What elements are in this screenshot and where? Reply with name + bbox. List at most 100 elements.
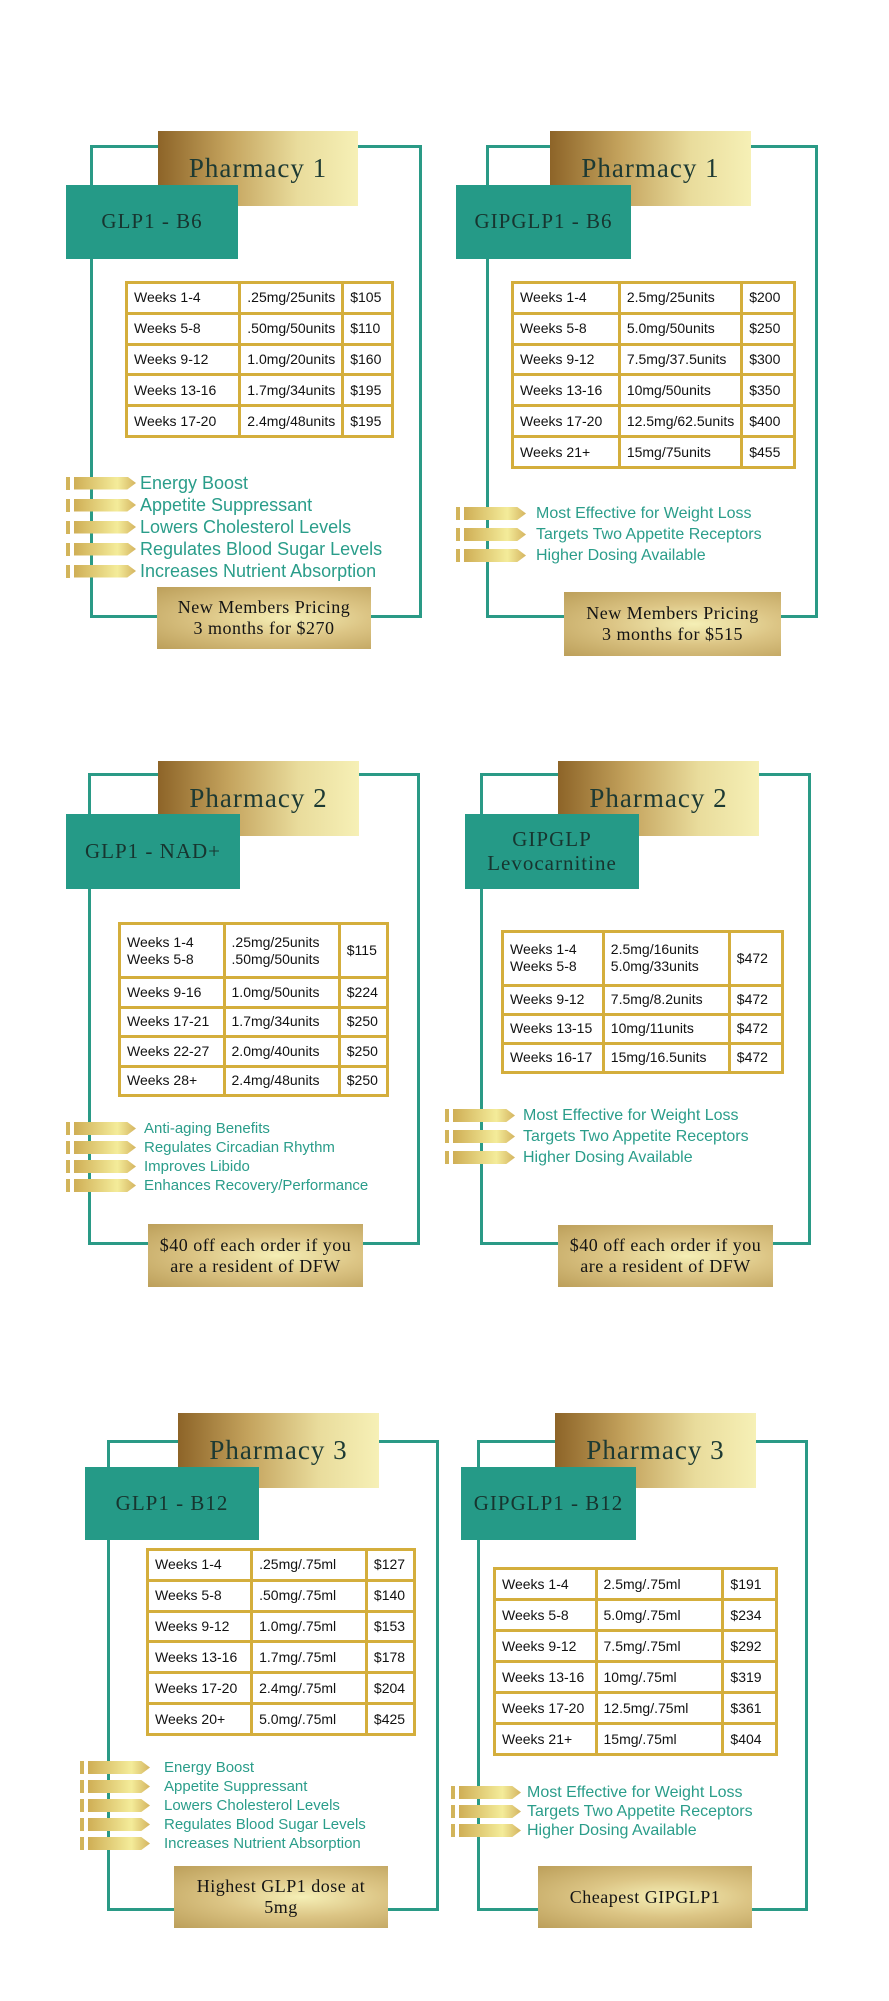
benefit-item: Higher Dosing Available	[445, 1147, 749, 1168]
table-row: Weeks 28+2.4mg/48units$250	[118, 1064, 390, 1098]
price-cell: $178	[364, 1640, 417, 1675]
price-cell: $472	[727, 1012, 785, 1045]
arrow-icon	[88, 1761, 150, 1774]
weeks-cell: Weeks 13-16	[511, 373, 621, 408]
product-label: GLP1 - NAD+	[66, 814, 240, 889]
weeks-cell: Weeks 17-20	[493, 1691, 598, 1725]
benefit-text: Targets Two Appetite Receptors	[523, 1127, 749, 1145]
weeks-cell: Weeks 9-12	[124, 342, 242, 377]
tag-bar-icon	[80, 1818, 84, 1831]
arrow-icon	[464, 549, 526, 562]
arrow-icon	[88, 1799, 150, 1812]
price-cell: $140	[364, 1578, 417, 1613]
benefit-item: Regulates Blood Sugar Levels	[80, 1815, 366, 1834]
weeks-cell: Weeks 9-16	[118, 976, 226, 1009]
benefit-text: Targets Two Appetite Receptors	[536, 525, 762, 543]
arrow-tag-icon	[451, 1824, 521, 1837]
dose-cell: 2.0mg/40units	[222, 1035, 341, 1068]
tag-bar-icon	[80, 1799, 84, 1812]
benefit-item: Regulates Blood Sugar Levels	[66, 538, 382, 560]
benefit-item: Lowers Cholesterol Levels	[66, 516, 382, 538]
weeks-cell: Weeks 16-17	[501, 1041, 605, 1075]
price-cell: $425	[364, 1702, 417, 1736]
benefit-item: Targets Two Appetite Receptors	[445, 1126, 749, 1147]
dose-cell: .50mg/.75ml	[250, 1578, 368, 1613]
dose-cell: 7.5mg/.75ml	[594, 1629, 725, 1663]
benefit-text: Regulates Circadian Rhythm	[144, 1139, 335, 1156]
dose-cell: 10mg/11units	[601, 1012, 731, 1045]
arrow-tag-icon	[456, 528, 526, 541]
tag-bar-icon	[451, 1824, 455, 1837]
tag-bar-icon	[451, 1805, 455, 1818]
dose-cell: 1.0mg/50units	[222, 976, 341, 1009]
weeks-cell: Weeks 17-20	[124, 404, 242, 438]
tag-bar-icon	[66, 1141, 70, 1154]
price-cell: $195	[341, 373, 394, 408]
weeks-cell: Weeks 1-4	[493, 1567, 598, 1601]
price-cell: $105	[341, 281, 394, 315]
price-cell: $250	[740, 311, 796, 346]
tag-bar-icon	[456, 549, 460, 562]
price-cell: $292	[721, 1629, 778, 1663]
weeks-cell: Weeks 5-8	[124, 311, 242, 346]
table-row: Weeks 5-8.50mg/50units$110	[124, 311, 394, 346]
price-cell: $472	[727, 1041, 785, 1075]
arrow-icon	[74, 498, 136, 512]
benefit-text: Lowers Cholesterol Levels	[140, 516, 352, 537]
price-cell: $234	[721, 1598, 778, 1632]
dose-cell: 2.4mg/.75ml	[250, 1671, 368, 1706]
dose-cell: 2.5mg/25units	[617, 281, 744, 315]
arrow-tag-icon	[66, 1122, 136, 1135]
price-cell: $153	[364, 1609, 417, 1644]
arrow-tag-icon	[66, 476, 136, 490]
arrow-icon	[74, 1122, 136, 1135]
tag-bar-icon	[66, 1122, 70, 1135]
tag-bar-icon	[445, 1151, 449, 1164]
tag-bar-icon	[66, 498, 70, 512]
price-cell: $404	[721, 1722, 778, 1756]
benefit-item: Targets Two Appetite Receptors	[456, 524, 762, 545]
dose-cell: 5.0mg/50units	[617, 311, 744, 346]
dose-cell: 7.5mg/37.5units	[617, 342, 744, 377]
dose-cell: 5.0mg/.75ml	[250, 1702, 368, 1736]
dose-cell: 1.7mg/34units	[238, 373, 345, 408]
benefit-text: Targets Two Appetite Receptors	[527, 1802, 753, 1820]
arrow-icon	[453, 1151, 515, 1164]
price-cell: $160	[341, 342, 394, 377]
price-cell: $200	[740, 281, 796, 315]
benefit-text: Energy Boost	[164, 1759, 255, 1776]
arrow-icon	[74, 476, 136, 490]
weeks-cell: Weeks 20+	[145, 1702, 254, 1736]
arrow-tag-icon	[80, 1818, 150, 1831]
tag-bar-icon	[451, 1786, 455, 1799]
weeks-cell: Weeks 9-12	[501, 983, 605, 1016]
dose-cell: .25mg/.75ml	[250, 1548, 368, 1582]
tag-bar-icon	[80, 1837, 84, 1850]
arrow-tag-icon	[66, 564, 136, 578]
dose-cell: 12.5mg/62.5units	[617, 404, 744, 439]
arrow-tag-icon	[66, 498, 136, 512]
dose-cell: 2.4mg/48units	[238, 404, 345, 438]
arrow-tag-icon	[445, 1109, 515, 1122]
price-cell: $250	[337, 1064, 390, 1098]
benefit-item: Targets Two Appetite Receptors	[451, 1802, 753, 1821]
weeks-cell: Weeks 5-8	[145, 1578, 254, 1613]
weeks-cell: Weeks 1-4	[511, 281, 621, 315]
arrow-icon	[74, 542, 136, 556]
